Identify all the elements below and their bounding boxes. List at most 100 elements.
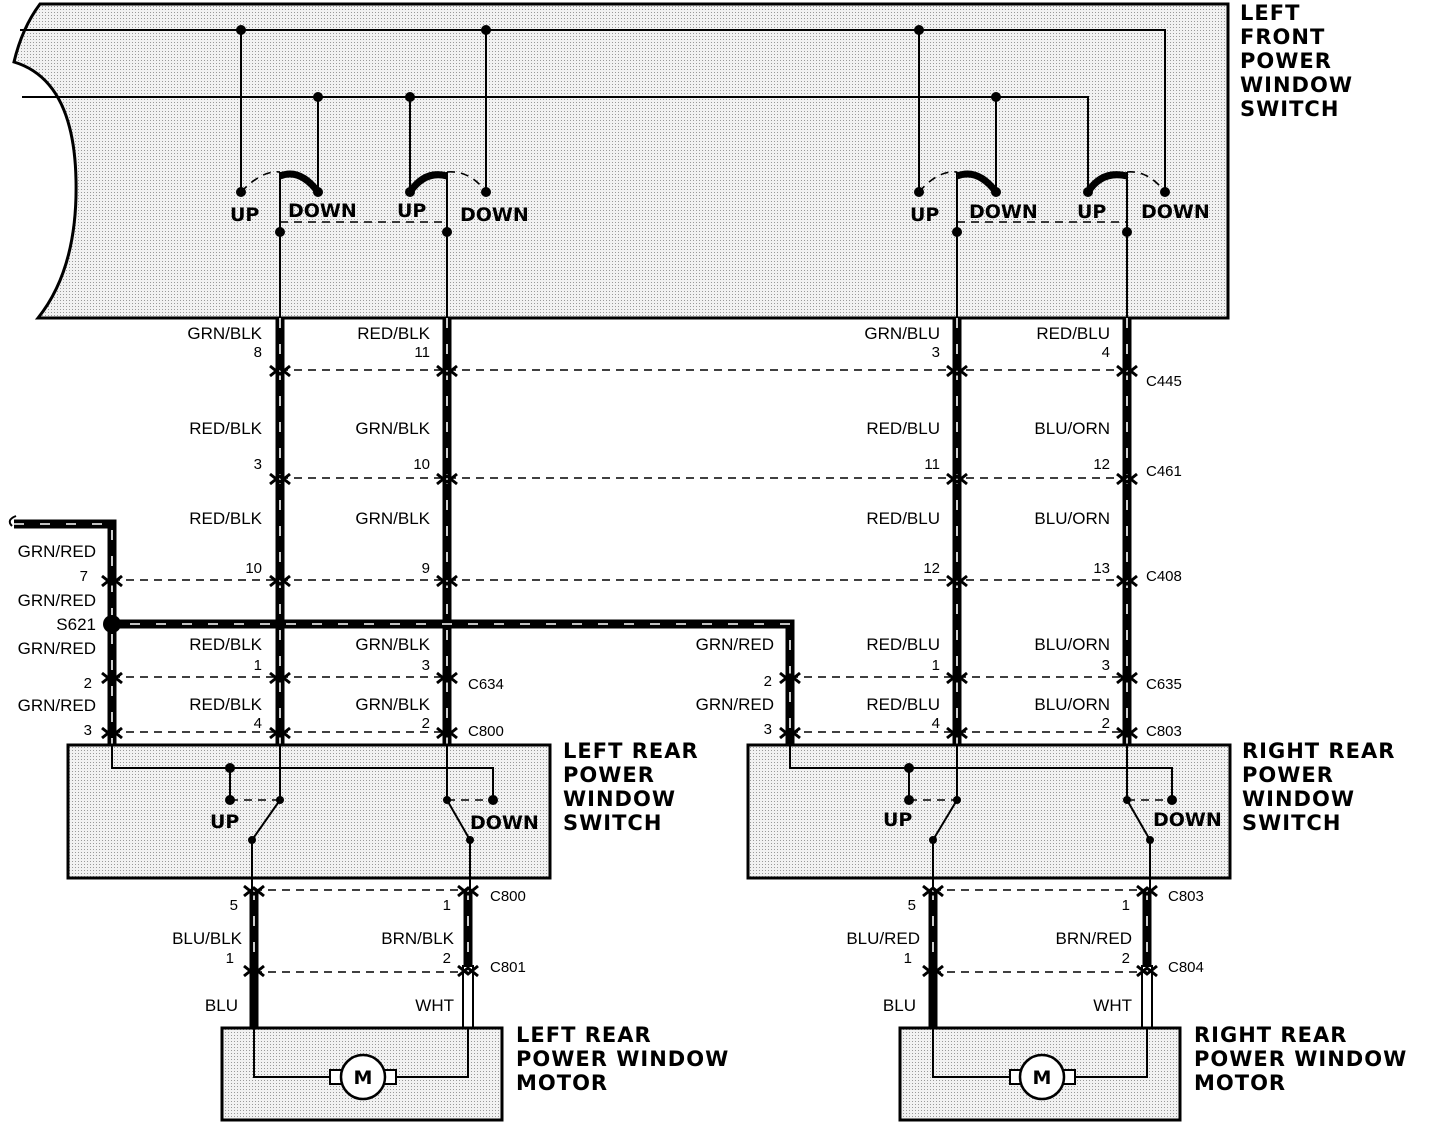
lf-title-line-4: WINDOW — [1240, 73, 1353, 97]
lrm-title-line-3: MOTOR — [516, 1071, 608, 1095]
lf-up-label-2: UP — [397, 200, 426, 222]
w3-pin-0: 3 — [932, 344, 940, 361]
c803-label-bottom: C803 — [1168, 888, 1204, 905]
feed-pin-1: 2 — [84, 675, 92, 692]
feed-pin-4: 3 — [764, 721, 772, 738]
w3-color-3: RED/BLU — [866, 635, 940, 654]
lr-motor-symbol: M — [354, 1067, 373, 1089]
lrm-color-2: BLU — [205, 996, 238, 1015]
w1-color-2: RED/BLK — [189, 509, 262, 528]
w2-pin-2: 9 — [422, 560, 430, 577]
rrm-pin-0: 5 — [908, 897, 916, 914]
lr-title-line-3: WINDOW — [563, 787, 676, 811]
feed-color-0: GRN/RED — [18, 542, 96, 561]
w2-pin-0: 11 — [414, 344, 430, 361]
rrm-color-1: BRN/RED — [1055, 929, 1132, 948]
rrm-color-3: WHT — [1093, 996, 1132, 1015]
w4-pin-0: 4 — [1102, 344, 1110, 361]
c635-label: C635 — [1146, 676, 1182, 693]
c803-label-top: C803 — [1146, 723, 1182, 740]
lrm-pin-2: 1 — [226, 950, 234, 967]
lr-motor-internal — [253, 1028, 469, 1101]
lf-switch-title: LEFT FRONT POWER WINDOW SWITCH — [1240, 1, 1353, 121]
w3-pin-4: 4 — [932, 715, 940, 732]
rrm-pin-1: 1 — [1122, 897, 1130, 914]
w1-pin-0: 8 — [254, 344, 262, 361]
lr-title-line-2: POWER — [563, 763, 655, 787]
feed-color-4: GRN/RED — [696, 635, 774, 654]
w3-color-1: RED/BLU — [866, 419, 940, 438]
lf-switch-contacts — [236, 170, 1170, 318]
feed-color-1: GRN/RED — [18, 591, 96, 610]
rr-title-line-1: RIGHT REAR — [1242, 739, 1395, 763]
rr-up-label: UP — [883, 809, 912, 831]
feed-pin-3: 2 — [764, 673, 772, 690]
connector-rows — [112, 369, 1127, 733]
rr-title-line-2: POWER — [1242, 763, 1334, 787]
w3-pin-1: 11 — [924, 456, 940, 473]
rrm-title-line-2: POWER WINDOW — [1194, 1047, 1407, 1071]
w1-pin-2: 10 — [245, 560, 262, 577]
lrm-pin-1: 1 — [443, 897, 451, 914]
lf-title-line-2: FRONT — [1240, 25, 1325, 49]
w4-color-4: BLU/ORN — [1034, 695, 1110, 714]
c800-label-top: C800 — [468, 723, 504, 740]
rr-motor-icon — [1018, 1053, 1066, 1101]
rr-title-line-3: WINDOW — [1242, 787, 1355, 811]
lr-title-line-4: SWITCH — [563, 811, 662, 835]
rrm-title-line-1: RIGHT REAR — [1194, 1023, 1347, 1047]
w1-color-3: RED/BLK — [189, 635, 262, 654]
c804-label: C804 — [1168, 959, 1204, 976]
w2-pin-4: 2 — [422, 715, 430, 732]
w2-color-2: GRN/BLK — [355, 509, 430, 528]
w4-color-3: BLU/ORN — [1034, 635, 1110, 654]
w4-color-0: RED/BLU — [1036, 324, 1110, 343]
w4-pin-3: 3 — [1102, 657, 1110, 674]
c461-label: C461 — [1146, 463, 1182, 480]
w4-pin-4: 2 — [1102, 715, 1110, 732]
w3-color-4: RED/BLU — [866, 695, 940, 714]
rr-title-line-4: SWITCH — [1242, 811, 1341, 835]
connector-chevrons — [101, 364, 1138, 740]
w4-color-1: BLU/ORN — [1034, 419, 1110, 438]
rr-motor-title: RIGHT REAR POWER WINDOW MOTOR — [1194, 1023, 1407, 1095]
rrm-color-2: BLU — [883, 996, 916, 1015]
c445-label: C445 — [1146, 373, 1182, 390]
w1-pin-4: 4 — [254, 715, 262, 732]
feed-pin-0: 7 — [80, 568, 88, 585]
rr-motor-symbol: M — [1033, 1067, 1052, 1089]
w2-pin-1: 10 — [413, 456, 430, 473]
rr-down-label: DOWN — [1153, 809, 1222, 831]
left-front-switch-body — [12, 2, 1230, 320]
lrm-color-1: BRN/BLK — [381, 929, 454, 948]
lrm-color-0: BLU/BLK — [172, 929, 243, 948]
w3-pin-2: 12 — [923, 560, 940, 577]
rrm-pin-2: 1 — [904, 950, 912, 967]
lf-up-label-3: UP — [910, 204, 939, 226]
c800-label-bottom: C800 — [490, 888, 526, 905]
lf-title-line-3: POWER — [1240, 49, 1332, 73]
lf-switch-internal-bus — [20, 25, 1166, 192]
harness-wires — [8, 318, 1132, 745]
w3-color-2: RED/BLU — [866, 509, 940, 528]
w3-color-0: GRN/BLU — [864, 324, 940, 343]
lr-motor-wiring — [243, 884, 479, 1029]
rrm-title-line-3: MOTOR — [1194, 1071, 1286, 1095]
lr-down-label: DOWN — [470, 812, 539, 834]
w1-color-1: RED/BLK — [189, 419, 262, 438]
s621-label: S621 — [56, 615, 96, 634]
lr-switch-internal — [111, 745, 498, 890]
rrm-pin-3: 2 — [1122, 950, 1130, 967]
w3-pin-3: 1 — [932, 657, 940, 674]
lf-title-line-1: LEFT — [1240, 1, 1300, 25]
w2-color-4: GRN/BLK — [355, 695, 430, 714]
lrm-color-3: WHT — [415, 996, 454, 1015]
c634-label: C634 — [468, 676, 504, 693]
lr-up-label: UP — [210, 811, 239, 833]
lr-switch-title: LEFT REAR POWER WINDOW SWITCH — [563, 739, 698, 835]
feed-color-3: GRN/RED — [18, 696, 96, 715]
lf-down-label-1: DOWN — [288, 200, 357, 222]
w2-color-3: GRN/BLK — [355, 635, 430, 654]
feed-pin-2: 3 — [84, 722, 92, 739]
